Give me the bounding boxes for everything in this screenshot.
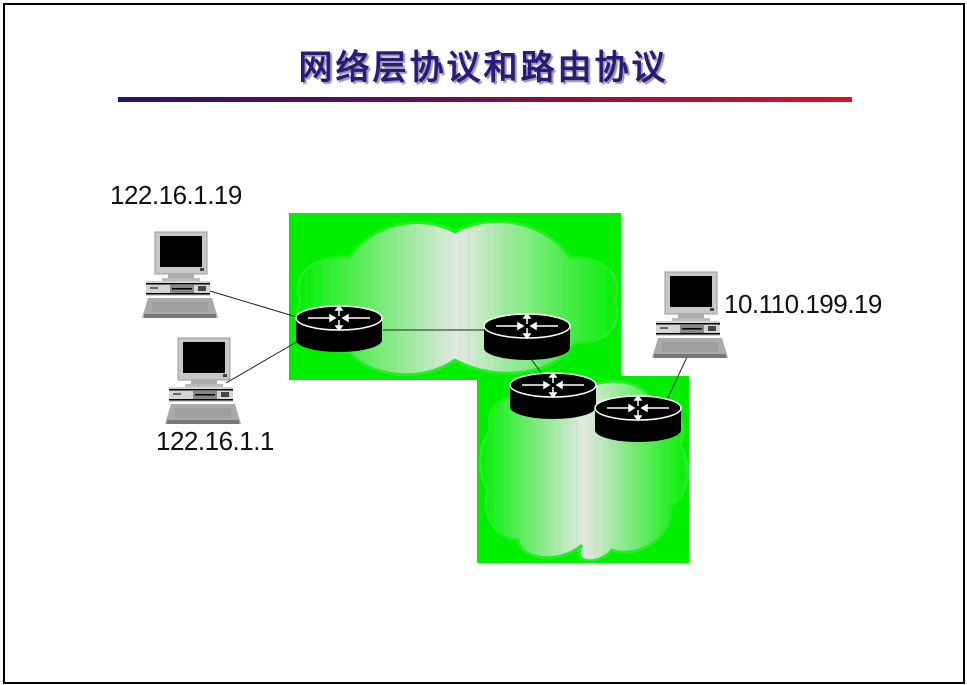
computer-a-icon[interactable] — [141, 231, 219, 319]
host-c-ip-label: 10.110.199.19 — [724, 289, 882, 319]
router-4-icon[interactable] — [594, 395, 682, 443]
host-b-ip-label: 122.16.1.1 — [156, 426, 274, 456]
computer-c-icon[interactable] — [651, 271, 729, 359]
cloud-1 — [289, 213, 621, 380]
host-a-ip-label: 122.16.1.19 — [110, 180, 242, 210]
slide-title: 网络层协议和路由协议 — [298, 48, 669, 88]
router-3-icon[interactable] — [509, 372, 597, 420]
title-underline — [118, 97, 852, 102]
router-1-icon[interactable] — [295, 305, 383, 353]
slide-frame — [3, 3, 965, 684]
router-2-icon[interactable] — [483, 313, 571, 361]
